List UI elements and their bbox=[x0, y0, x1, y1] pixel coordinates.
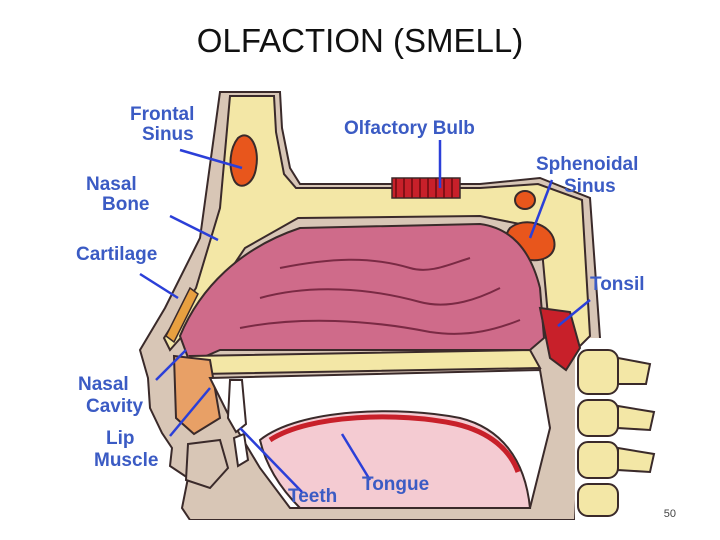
frontal-sinus-shape bbox=[229, 134, 258, 187]
tongue-surface bbox=[268, 414, 521, 473]
label-sphenoidal-sinus: Sphenoidal Sinus bbox=[536, 154, 644, 197]
turbinate-lower bbox=[239, 319, 521, 335]
nasal-cartilage bbox=[165, 286, 199, 344]
label-tonsil: Tonsil bbox=[590, 274, 645, 295]
nasal-cavity-shape bbox=[178, 222, 546, 365]
label-nasal-cavity: Nasal Cavity bbox=[78, 374, 143, 417]
page-number: 50 bbox=[663, 508, 676, 520]
olfactory-bulb-shape bbox=[391, 177, 461, 199]
tongue-shape bbox=[258, 410, 532, 509]
label-frontal-sinus: Frontal Sinus bbox=[130, 104, 200, 145]
tonsil-shape bbox=[538, 306, 582, 372]
sphenoidal-sinus-upper bbox=[514, 190, 536, 210]
upper-lip bbox=[172, 354, 222, 436]
leader-lines bbox=[139, 140, 591, 493]
olfaction-diagram: Frontal Sinus Nasal Bone Cartilage Olfac… bbox=[70, 88, 662, 520]
anatomy-svg: Frontal Sinus Nasal Bone Cartilage Olfac… bbox=[70, 88, 662, 520]
label-lip-muscle: Lip Muscle bbox=[94, 428, 158, 471]
turbinate-middle bbox=[259, 287, 501, 306]
lower-tooth bbox=[232, 432, 250, 468]
label-cartilage: Cartilage bbox=[76, 244, 157, 265]
label-olfactory-bulb: Olfactory Bulb bbox=[344, 118, 475, 139]
turbinate-upper bbox=[279, 257, 471, 271]
label-teeth: Teeth bbox=[288, 486, 337, 507]
label-tongue: Tongue bbox=[362, 474, 429, 495]
label-nasal-bone: Nasal Bone bbox=[86, 174, 150, 215]
teeth-shape bbox=[226, 379, 248, 434]
lower-lip bbox=[184, 438, 230, 490]
slide-title: OLFACTION (SMELL) bbox=[196, 22, 524, 59]
vertebrae bbox=[575, 338, 662, 520]
